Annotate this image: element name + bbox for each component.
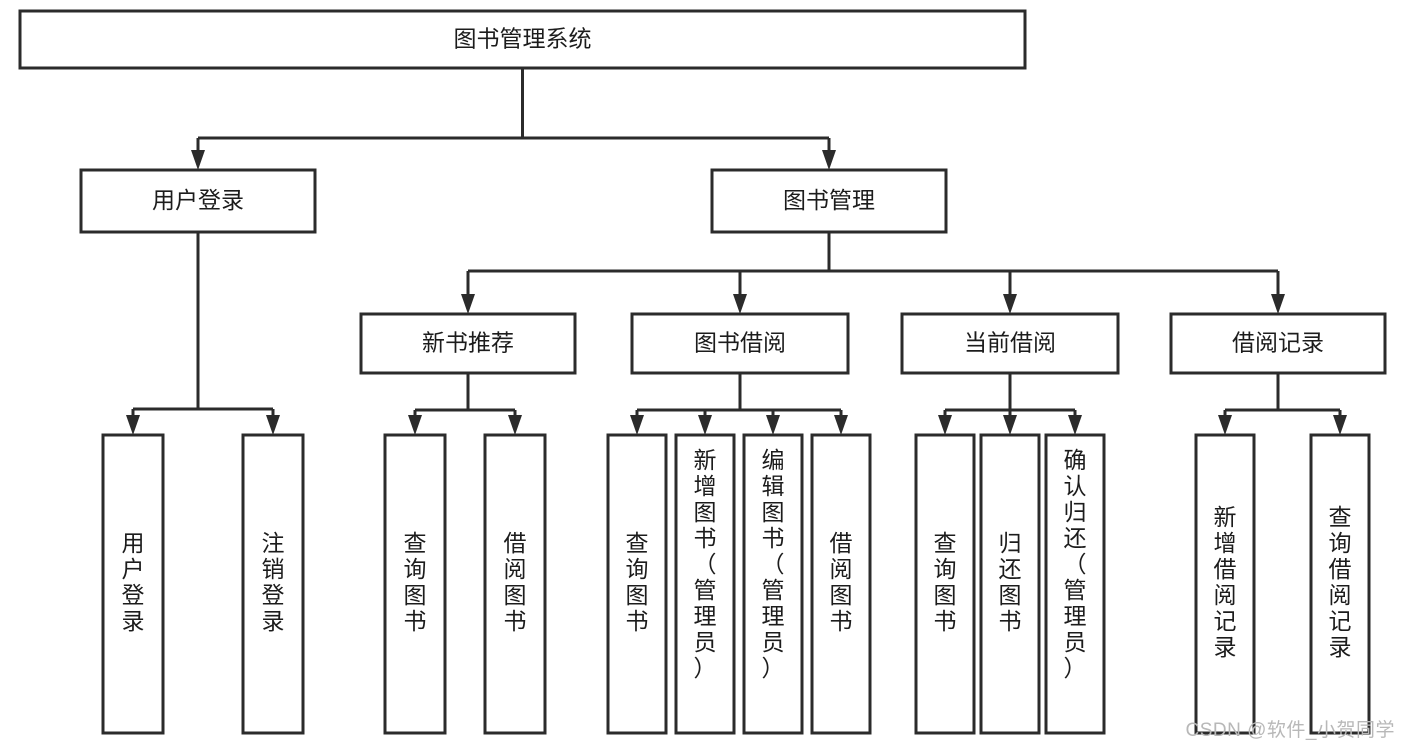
node-leaf_2[interactable]: 查询图书: [383, 433, 447, 735]
node-leaf_3[interactable]: 借阅图书: [483, 433, 547, 735]
node-leaf_9[interactable]: 归还图书: [979, 433, 1041, 735]
node-label: 借阅图书: [830, 530, 853, 634]
edge-group-l2_1: [630, 373, 848, 435]
node-label: 查询图书: [934, 530, 957, 634]
csdn-watermark: CSDN @软件_小贺同学: [1185, 720, 1395, 741]
node-label: 用户登录: [152, 187, 244, 213]
node-label: 借阅图书: [504, 530, 527, 634]
node-leaf_10[interactable]: 确认归还（管理员）: [1044, 433, 1106, 735]
node-label: 用户登录: [122, 530, 145, 634]
edge-group-l2_2: [938, 373, 1082, 435]
node-label: 查询图书: [626, 530, 649, 634]
node-label: 图书借阅: [694, 330, 786, 356]
node-leaf_4[interactable]: 查询图书: [606, 433, 668, 735]
nodes-layer: 图书管理系统用户登录图书管理新书推荐图书借阅当前借阅借阅记录用户登录注销登录查询…: [18, 9, 1387, 735]
node-label: 归还图书: [999, 530, 1022, 634]
node-leaf_5[interactable]: 新增图书（管理员）: [674, 433, 736, 735]
node-leaf_12[interactable]: 查询借阅记录: [1309, 433, 1371, 735]
node-l1_0[interactable]: 用户登录: [79, 168, 317, 234]
node-label: 借阅记录: [1232, 330, 1324, 356]
edge-group-l2_0: [408, 373, 522, 435]
edge-group-l1_1: [461, 232, 1285, 314]
node-label: 图书管理: [783, 187, 875, 213]
node-label: 新增借阅记录: [1214, 504, 1237, 660]
node-label: 新书推荐: [422, 330, 514, 356]
node-label: 注销登录: [262, 530, 285, 634]
node-label: 编辑图书（管理员）: [762, 447, 785, 681]
edges-layer: [126, 68, 1347, 435]
node-label: 查询图书: [404, 530, 427, 634]
edge-group-root: [191, 68, 836, 170]
node-label: 查询借阅记录: [1329, 504, 1352, 660]
node-root[interactable]: 图书管理系统: [18, 9, 1027, 70]
node-leaf_11[interactable]: 新增借阅记录: [1194, 433, 1256, 735]
node-label: 图书管理系统: [454, 26, 592, 52]
node-label: 新增图书（管理员）: [694, 447, 717, 681]
node-label: 确认归还（管理员）: [1064, 447, 1087, 681]
node-leaf_6[interactable]: 编辑图书（管理员）: [742, 433, 804, 735]
node-l2_2[interactable]: 当前借阅: [900, 312, 1120, 375]
edge-group-l2_3: [1218, 373, 1347, 435]
node-leaf_8[interactable]: 查询图书: [914, 433, 976, 735]
node-l2_3[interactable]: 借阅记录: [1169, 312, 1387, 375]
node-l1_1[interactable]: 图书管理: [710, 168, 948, 234]
node-label: 当前借阅: [964, 330, 1056, 356]
node-l2_1[interactable]: 图书借阅: [630, 312, 850, 375]
node-leaf_1[interactable]: 注销登录: [241, 433, 305, 735]
node-l2_0[interactable]: 新书推荐: [359, 312, 577, 375]
node-leaf_7[interactable]: 借阅图书: [810, 433, 872, 735]
node-leaf_0[interactable]: 用户登录: [101, 433, 165, 735]
edge-group-l1_0: [126, 232, 280, 435]
